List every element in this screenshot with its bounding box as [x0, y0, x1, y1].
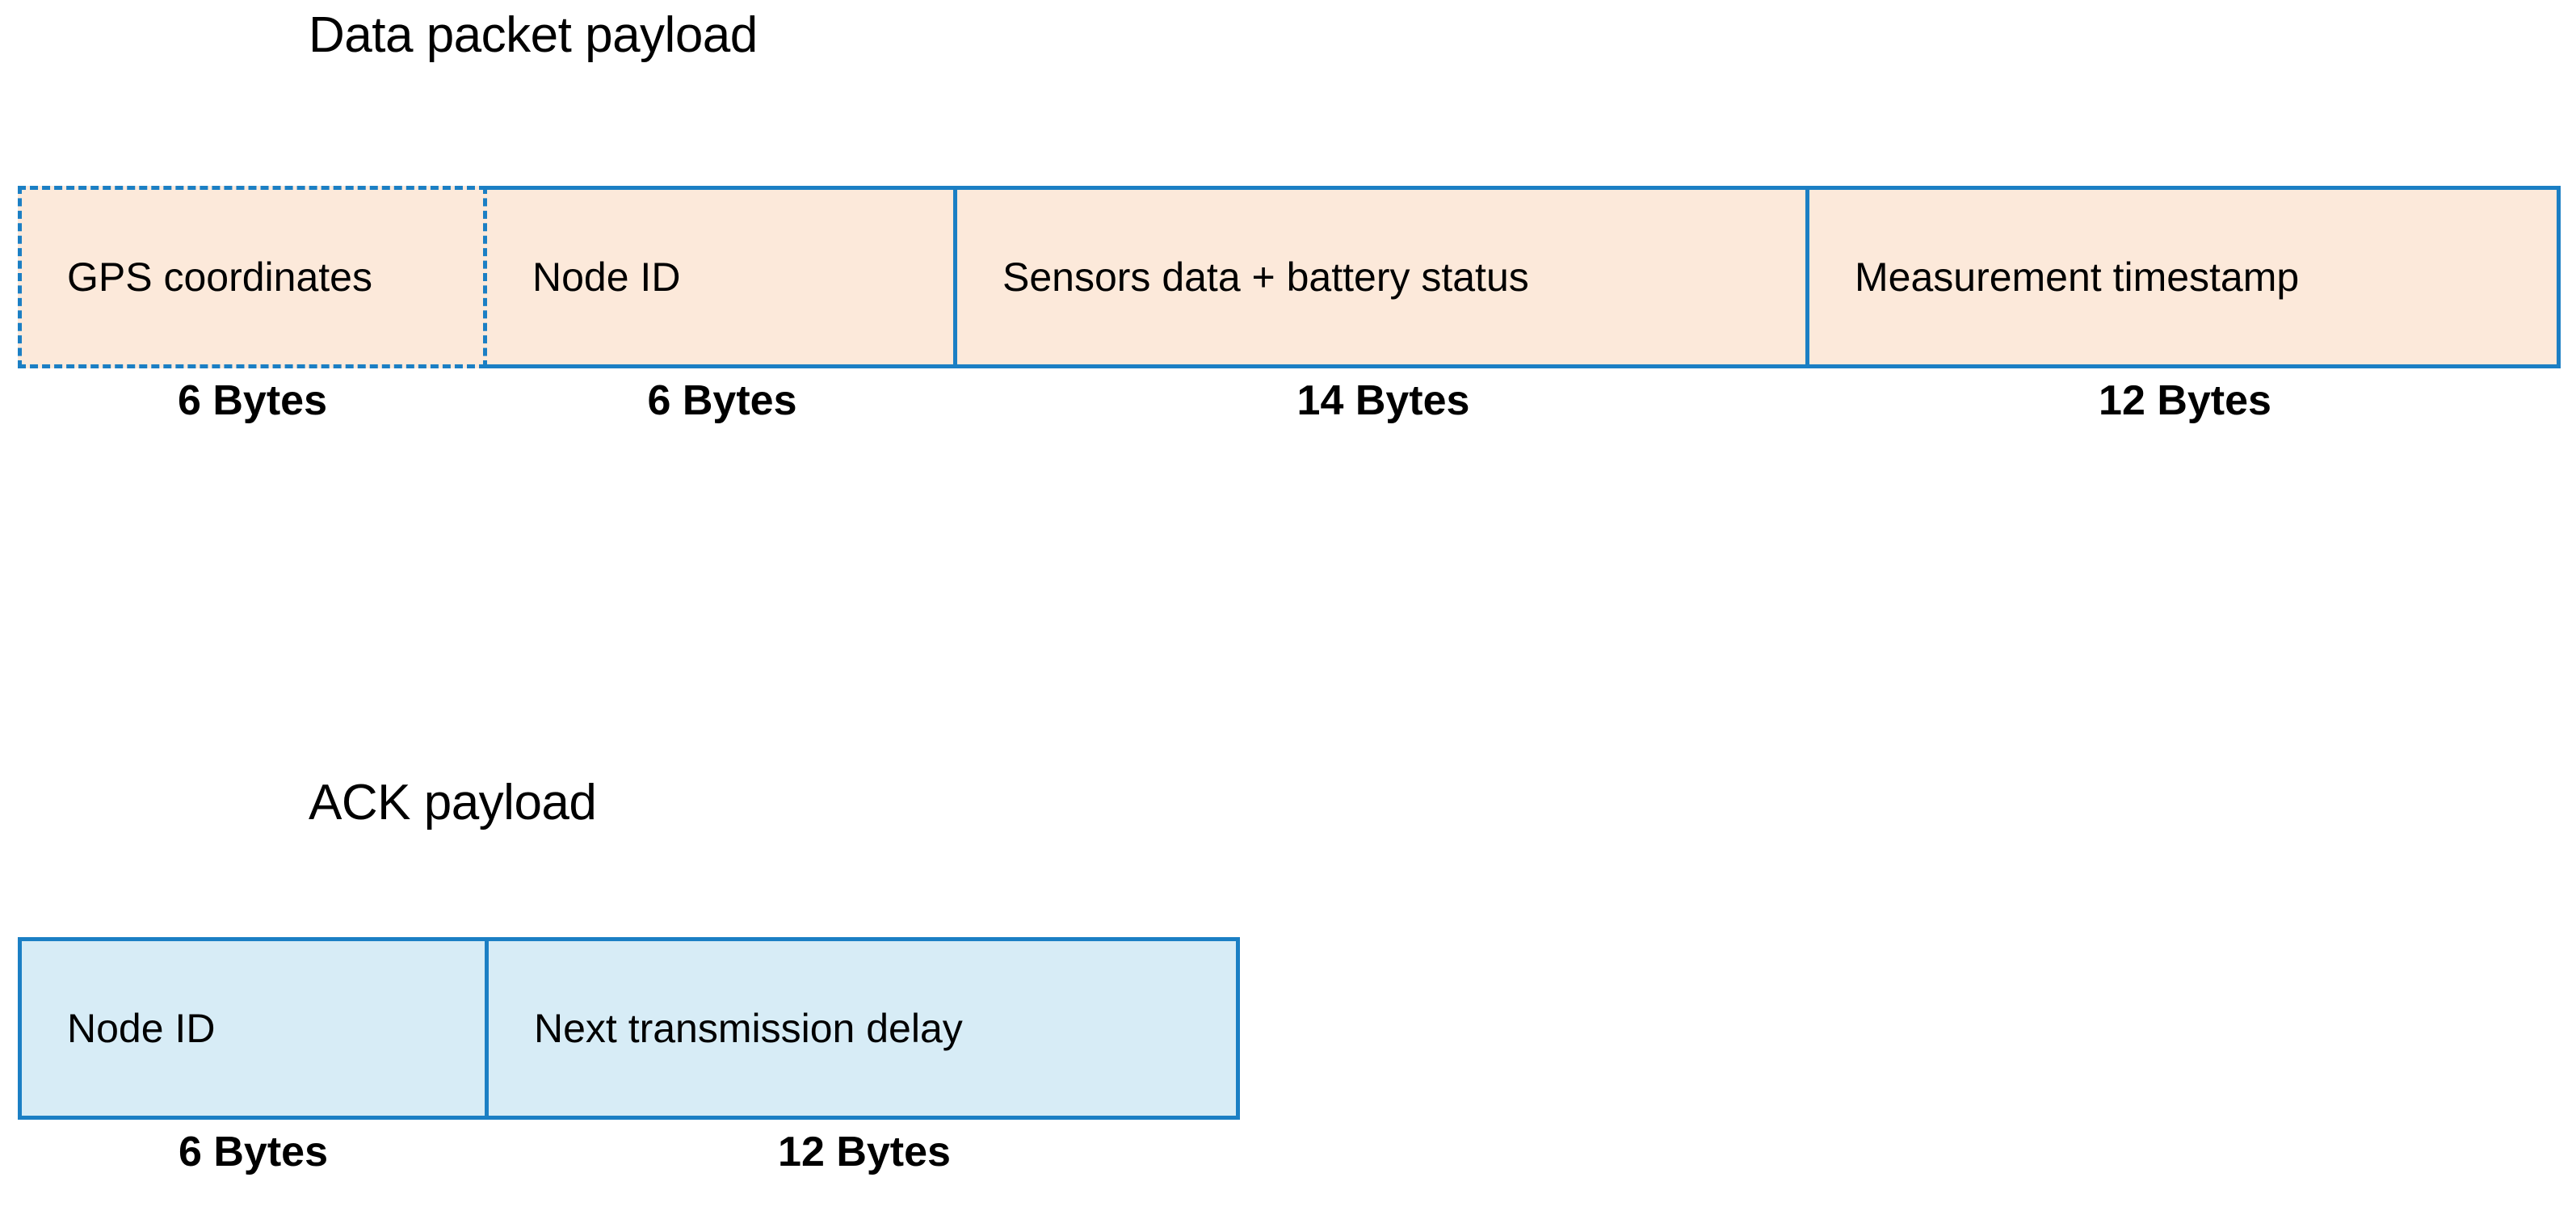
- ack-field-next-transmission-delay[interactable]: Next transmission delay: [489, 937, 1240, 1120]
- data-field-sensors-battery-label: Sensors data + battery status: [1002, 254, 1529, 300]
- data-field-sensors-battery[interactable]: Sensors data + battery status: [957, 186, 1809, 368]
- ack-size-next-transmission-delay: 12 Bytes: [778, 1129, 951, 1175]
- data-size-gps-coordinates: 6 Bytes: [178, 377, 327, 424]
- data-size-cell-timestamp: 12 Bytes: [1809, 380, 2561, 422]
- data-field-measurement-timestamp[interactable]: Measurement timestamp: [1809, 186, 2561, 368]
- ack-size-node-id: 6 Bytes: [179, 1129, 328, 1175]
- ack-field-node-id-label: Node ID: [67, 1006, 216, 1051]
- data-size-cell-gps: 6 Bytes: [18, 380, 487, 422]
- data-packet-field-row: GPS coordinates Node ID Sensors data + b…: [18, 186, 2561, 368]
- ack-packet-field-row: Node ID Next transmission delay: [18, 937, 1240, 1120]
- data-packet-title: Data packet payload: [309, 7, 758, 63]
- data-size-measurement-timestamp: 12 Bytes: [2099, 377, 2271, 424]
- data-field-gps-coordinates-label: GPS coordinates: [67, 254, 372, 300]
- data-size-sensors-battery: 14 Bytes: [1296, 377, 1470, 424]
- ack-size-cell-delay: 12 Bytes: [489, 1131, 1240, 1173]
- data-field-node-id-label: Node ID: [532, 254, 681, 300]
- ack-packet-size-row: 6 Bytes 12 Bytes: [18, 1131, 1240, 1173]
- data-size-cell-sensors: 14 Bytes: [957, 380, 1809, 422]
- data-field-node-id[interactable]: Node ID: [487, 186, 957, 368]
- ack-field-next-transmission-delay-label: Next transmission delay: [534, 1006, 963, 1051]
- ack-field-node-id[interactable]: Node ID: [18, 937, 489, 1120]
- data-field-measurement-timestamp-label: Measurement timestamp: [1855, 254, 2300, 300]
- ack-size-cell-node-id: 6 Bytes: [18, 1131, 489, 1173]
- data-packet-size-row: 6 Bytes 6 Bytes 14 Bytes 12 Bytes: [18, 380, 2561, 422]
- data-size-node-id: 6 Bytes: [647, 377, 797, 424]
- data-size-cell-node-id: 6 Bytes: [487, 380, 957, 422]
- ack-payload-title: ACK payload: [309, 775, 597, 830]
- data-field-gps-coordinates[interactable]: GPS coordinates: [18, 186, 487, 368]
